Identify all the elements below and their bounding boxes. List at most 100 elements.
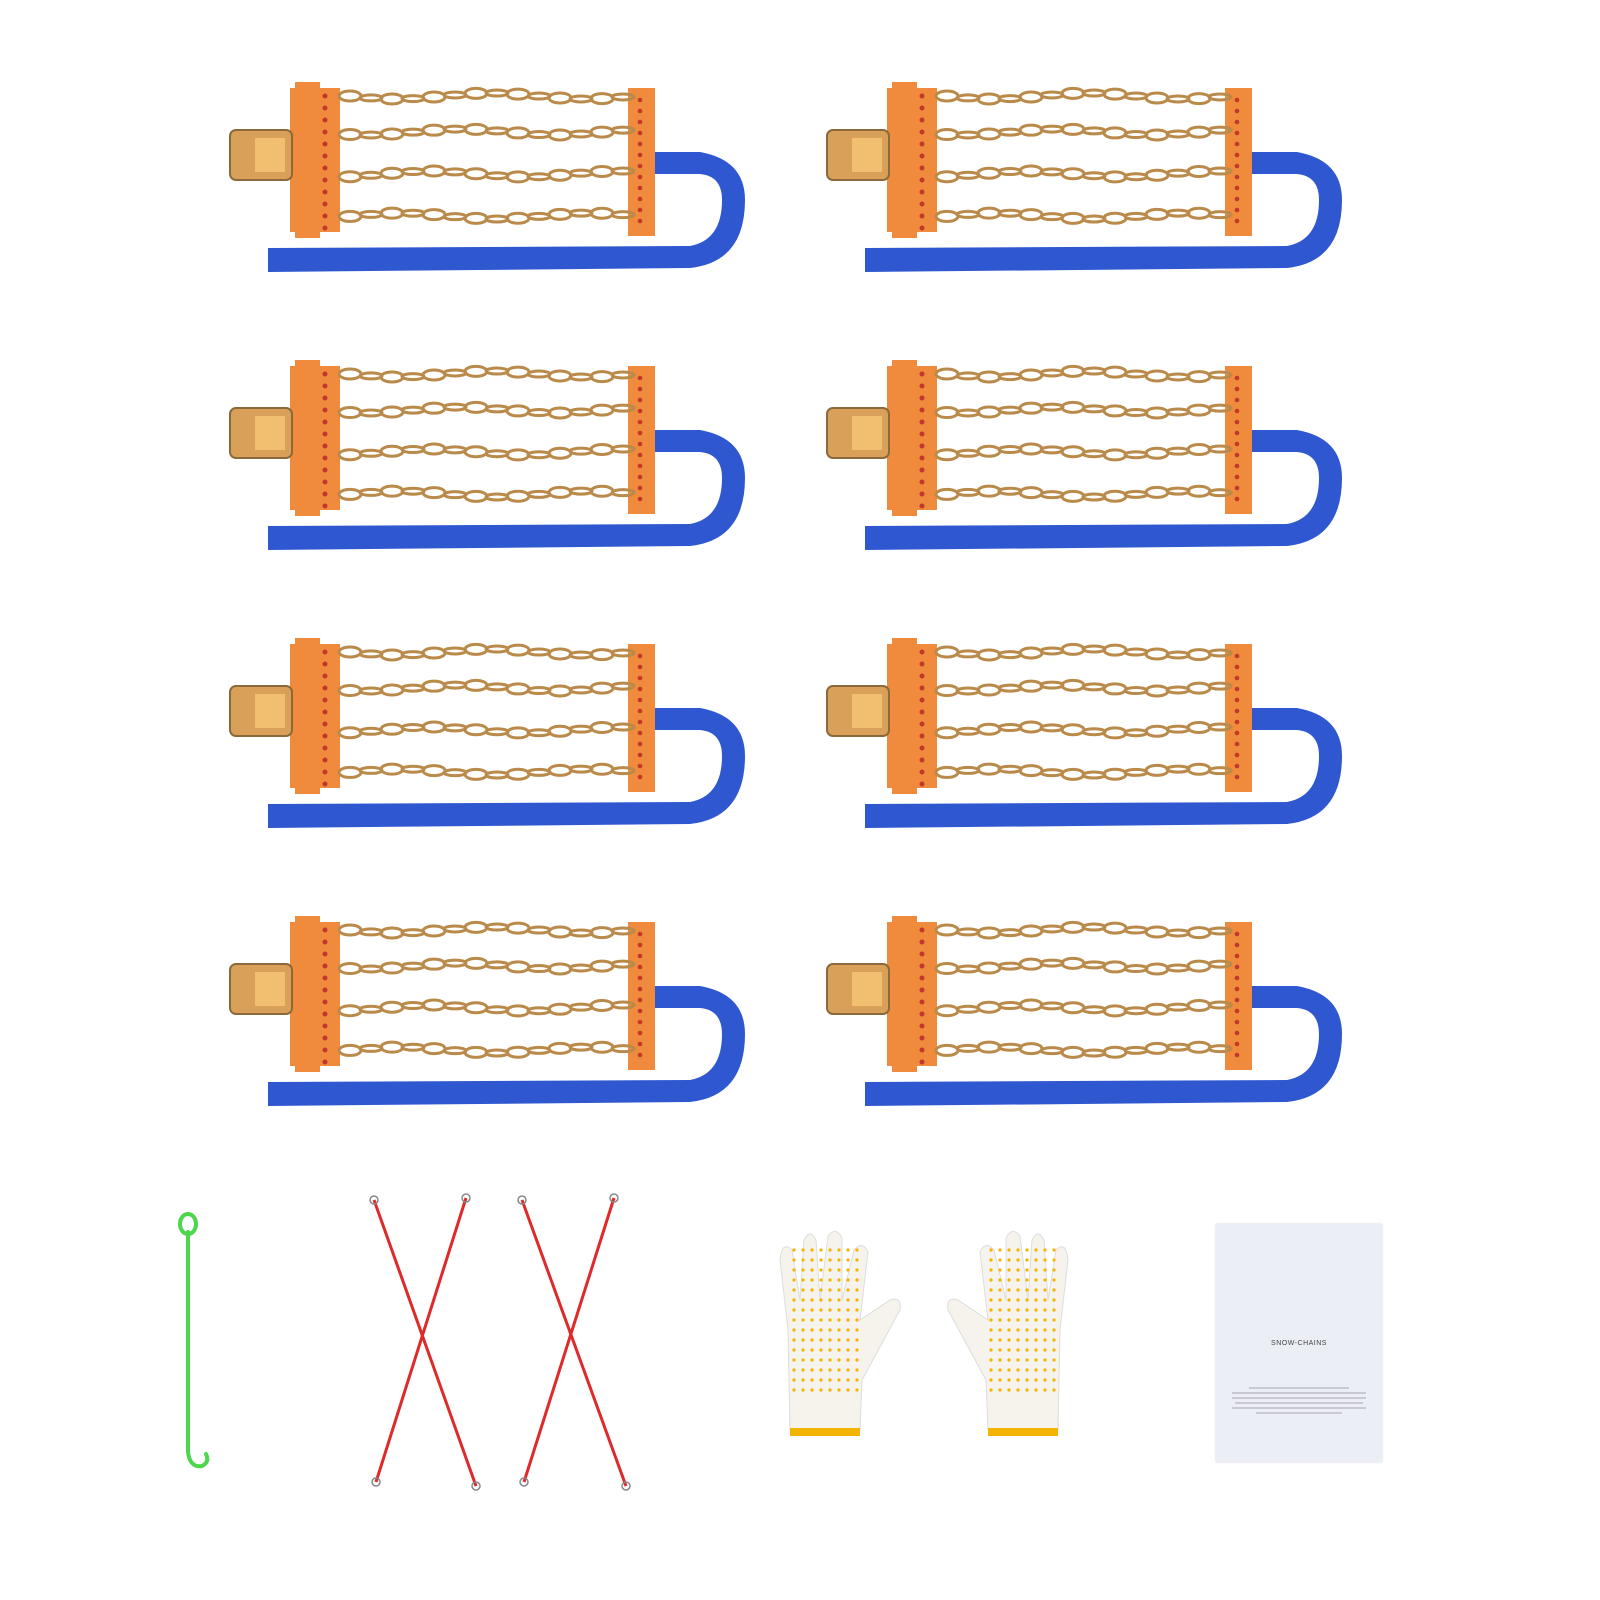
chain-link xyxy=(358,765,384,775)
plate-hole xyxy=(322,431,328,437)
chain-link xyxy=(1186,92,1212,106)
chain-link xyxy=(1186,443,1212,457)
chain-link xyxy=(589,999,615,1013)
grip-dot xyxy=(837,1328,841,1332)
grip-dot xyxy=(846,1328,850,1332)
chain-link xyxy=(379,405,405,419)
plate-hole xyxy=(637,686,643,692)
plate-hole xyxy=(322,395,328,401)
grip-dot xyxy=(819,1318,823,1322)
chain-link xyxy=(337,645,363,659)
plate-hole xyxy=(637,964,643,970)
grip-dot xyxy=(1043,1278,1047,1282)
plate-hole xyxy=(637,386,643,392)
chain-link xyxy=(1018,164,1044,178)
grip-dot xyxy=(1043,1338,1047,1342)
chain-link xyxy=(1039,124,1065,134)
plate-hole xyxy=(919,1035,925,1041)
chain-link xyxy=(442,368,468,378)
chain-link xyxy=(589,443,615,457)
plate-hole xyxy=(637,975,643,981)
plate-hole xyxy=(1234,708,1240,714)
chain-link xyxy=(997,405,1023,415)
grip-dot xyxy=(1034,1308,1038,1312)
plate-hole xyxy=(637,931,643,937)
chain-link xyxy=(1144,406,1170,420)
chain-link xyxy=(379,166,405,180)
grip-dot xyxy=(1025,1368,1029,1372)
plate-hole xyxy=(1234,441,1240,447)
chain-link xyxy=(463,723,489,737)
chain-link xyxy=(1207,1044,1233,1054)
right-plate xyxy=(628,644,655,792)
grip-dot xyxy=(810,1368,814,1372)
chain-link xyxy=(358,93,384,103)
chain-link xyxy=(400,486,426,496)
chain-link xyxy=(463,678,489,692)
chain-link xyxy=(976,484,1002,498)
grip-dot xyxy=(998,1318,1002,1322)
bungee-hook xyxy=(517,1195,527,1205)
grip-dot xyxy=(1025,1288,1029,1292)
grip-dot xyxy=(801,1288,805,1292)
snow-chain-unit xyxy=(229,360,745,550)
chain-link xyxy=(1207,959,1233,969)
grip-dot xyxy=(846,1338,850,1342)
plate-hole xyxy=(322,939,328,945)
chain-link xyxy=(1165,94,1191,104)
grip-dot xyxy=(1034,1278,1038,1282)
grip-dot xyxy=(837,1318,841,1322)
plate-hole xyxy=(322,673,328,679)
chain-link xyxy=(1060,956,1086,970)
chain-link xyxy=(442,124,468,134)
plate-hole xyxy=(637,97,643,103)
grip-dot xyxy=(998,1388,1002,1392)
chain-link xyxy=(568,94,594,104)
chain-link xyxy=(358,726,384,736)
plate-hole xyxy=(1234,1052,1240,1058)
chain-link xyxy=(568,764,594,774)
grip-dot xyxy=(810,1378,814,1382)
grip-dot xyxy=(819,1338,823,1342)
plate-hole xyxy=(1234,430,1240,436)
chain-link xyxy=(589,206,615,220)
grip-dot xyxy=(1034,1248,1038,1252)
chain-link xyxy=(1102,921,1128,935)
chain-link xyxy=(1165,724,1191,734)
left-plate xyxy=(887,82,937,238)
plate-hole xyxy=(919,201,925,207)
chain-link xyxy=(379,683,405,697)
chain-link xyxy=(934,367,960,381)
chain-link xyxy=(1207,444,1233,454)
grip-dot xyxy=(846,1368,850,1372)
grip-dot xyxy=(828,1288,832,1292)
chain-link xyxy=(997,683,1023,693)
grip-dot xyxy=(1052,1298,1056,1302)
grip-dot xyxy=(1016,1308,1020,1312)
strap xyxy=(865,430,1342,550)
chain-link xyxy=(442,924,468,934)
chain-link xyxy=(1165,1042,1191,1052)
plate-hole xyxy=(919,721,925,727)
chain-link xyxy=(1102,365,1128,379)
plate-hole xyxy=(322,189,328,195)
chain-link xyxy=(1165,685,1191,695)
plate-hole xyxy=(1234,774,1240,780)
chain-link xyxy=(442,167,468,177)
plate-hole xyxy=(919,129,925,135)
plate-hole xyxy=(919,455,925,461)
plate-hole xyxy=(322,225,328,231)
chain-link xyxy=(484,1048,510,1058)
plate-hole xyxy=(1234,953,1240,959)
chain-link xyxy=(1144,684,1170,698)
chain-link xyxy=(358,1043,384,1053)
plate-hole xyxy=(1234,141,1240,147)
plate-hole xyxy=(919,939,925,945)
chain-link xyxy=(484,644,510,654)
chain-link xyxy=(1186,648,1212,662)
chain-link xyxy=(1102,682,1128,696)
grip-dot xyxy=(846,1278,850,1282)
chain-link xyxy=(997,723,1023,733)
grip-dot xyxy=(1034,1348,1038,1352)
grip-dot xyxy=(819,1328,823,1332)
